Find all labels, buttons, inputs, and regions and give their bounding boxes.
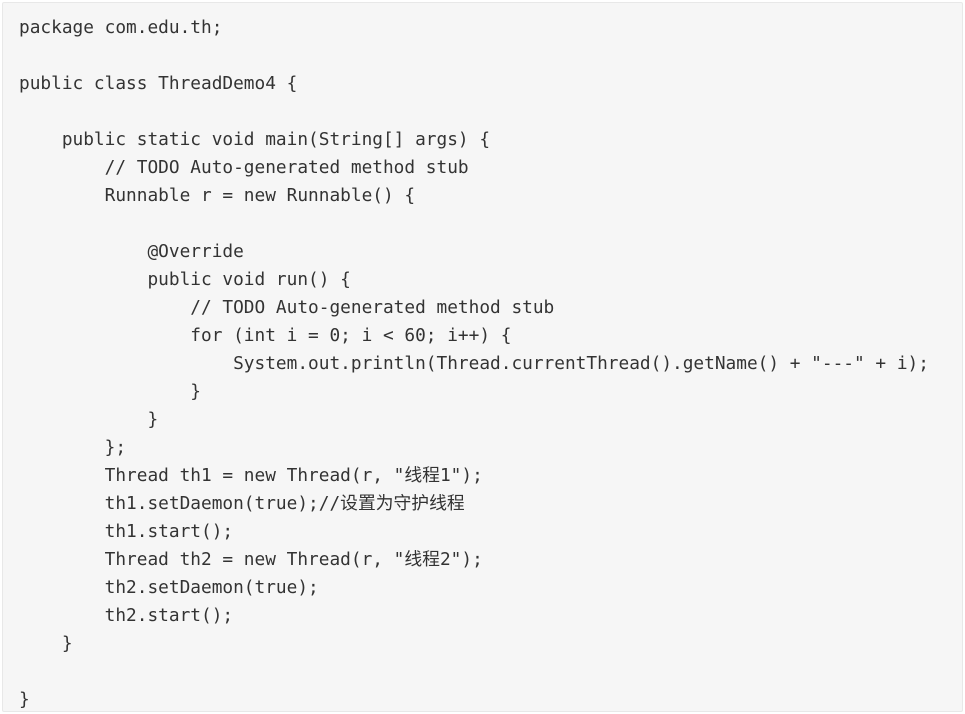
code-line: package com.edu.th; [19, 17, 223, 38]
code-line: } [19, 689, 30, 710]
code-line: for (int i = 0; i < 60; i++) { [19, 325, 512, 346]
code-line: // TODO Auto-generated method stub [19, 297, 555, 318]
code-line: Thread th2 = new Thread(r, "线程2"); [19, 549, 483, 570]
code-line: } [19, 633, 73, 654]
code-line [19, 658, 962, 686]
code-line [19, 98, 962, 126]
code-line: @Override [19, 241, 244, 262]
code-line: th2.setDaemon(true); [19, 577, 319, 598]
code-line: public class ThreadDemo4 { [19, 73, 298, 94]
code-line: } [19, 381, 201, 402]
code-line: th2.start(); [19, 605, 234, 626]
code-line: } [19, 409, 159, 430]
code-line: th1.setDaemon(true);//设置为守护线程 [19, 493, 465, 514]
code-line: Runnable r = new Runnable() { [19, 185, 416, 206]
code-line: // TODO Auto-generated method stub [19, 157, 469, 178]
code-line [19, 42, 962, 70]
code-line: System.out.println(Thread.currentThread(… [19, 353, 929, 374]
code-line: public static void main(String[] args) { [19, 129, 491, 150]
code-line [19, 210, 962, 238]
code-line: Thread th1 = new Thread(r, "线程1"); [19, 465, 483, 486]
code-line: th1.start(); [19, 521, 234, 542]
code-line: }; [19, 437, 127, 458]
code-line: public void run() { [19, 269, 351, 290]
